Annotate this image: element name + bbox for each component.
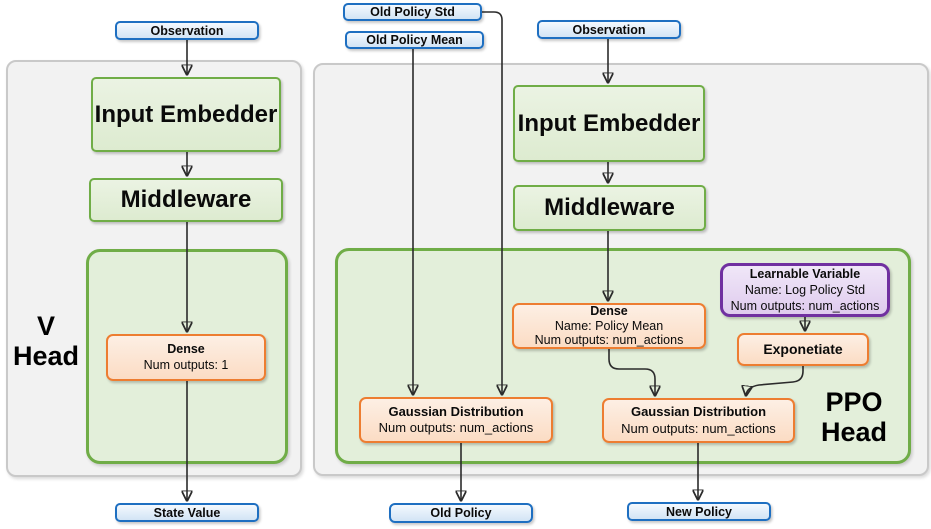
ppo-head-title-line2: Head (820, 416, 888, 447)
gaussian-title: Gaussian Distribution (630, 404, 767, 420)
ppo-head-title-line1: PPO (825, 387, 883, 417)
old-policy-mean-node: Old Policy Mean (345, 31, 484, 49)
learnable-variable-name: Name: Log Policy Std (744, 282, 866, 297)
new-policy-node: New Policy (627, 502, 771, 521)
state-value-node: State Value (115, 503, 259, 522)
learnable-variable-outputs: Num outputs: num_actions (730, 299, 880, 314)
v-head-title-line2: Head (12, 340, 80, 371)
observation-node-left: Observation (115, 21, 259, 40)
dense-title: Dense (167, 341, 205, 356)
dense-node-policy-mean: Dense Name: Policy Mean Num outputs: num… (512, 303, 706, 349)
middleware-node-left: Middleware (89, 178, 283, 222)
gaussian-title: Gaussian Distribution (388, 403, 524, 419)
state-value-label: State Value (153, 505, 221, 520)
dense-node-v: Dense Num outputs: 1 (106, 334, 266, 381)
dense-outputs: Num outputs: 1 (143, 357, 229, 372)
old-policy-std-node: Old Policy Std (343, 3, 482, 21)
gaussian-distribution-new-node: Gaussian Distribution Num outputs: num_a… (602, 398, 795, 443)
middleware-label: Middleware (120, 186, 252, 213)
middleware-node-right: Middleware (513, 185, 706, 231)
gaussian-distribution-old-node: Gaussian Distribution Num outputs: num_a… (359, 397, 553, 443)
observation-node-right: Observation (537, 20, 681, 39)
dense-outputs: Num outputs: num_actions (534, 333, 684, 348)
gaussian-outputs: Num outputs: num_actions (621, 420, 776, 436)
old-policy-std-label: Old Policy Std (370, 5, 455, 19)
exponetiate-label: Exponetiate (763, 340, 843, 357)
dense-name: Name: Policy Mean (554, 318, 664, 333)
v-head-title-line1: V (36, 311, 55, 341)
ppo-head-title: PPO Head (806, 387, 902, 447)
old-policy-node: Old Policy (389, 503, 533, 523)
learnable-variable-title: Learnable Variable (749, 266, 861, 281)
input-embedder-label: Input Embedder (517, 109, 701, 137)
observation-label: Observation (150, 23, 224, 38)
observation-label: Observation (572, 22, 646, 37)
new-policy-label: New Policy (666, 504, 732, 519)
old-policy-label: Old Policy (430, 506, 492, 520)
middleware-label: Middleware (544, 194, 675, 221)
learnable-variable-node: Learnable Variable Name: Log Policy Std … (720, 263, 890, 317)
input-embedder-node-left: Input Embedder (91, 77, 281, 152)
input-embedder-label: Input Embedder (94, 100, 278, 128)
exponetiate-node: Exponetiate (737, 333, 869, 366)
v-head-title: V Head (8, 311, 84, 371)
input-embedder-node-right: Input Embedder (513, 85, 705, 162)
gaussian-outputs: Num outputs: num_actions (378, 420, 534, 435)
dense-title: Dense (590, 303, 628, 318)
old-policy-mean-label: Old Policy Mean (366, 33, 463, 47)
